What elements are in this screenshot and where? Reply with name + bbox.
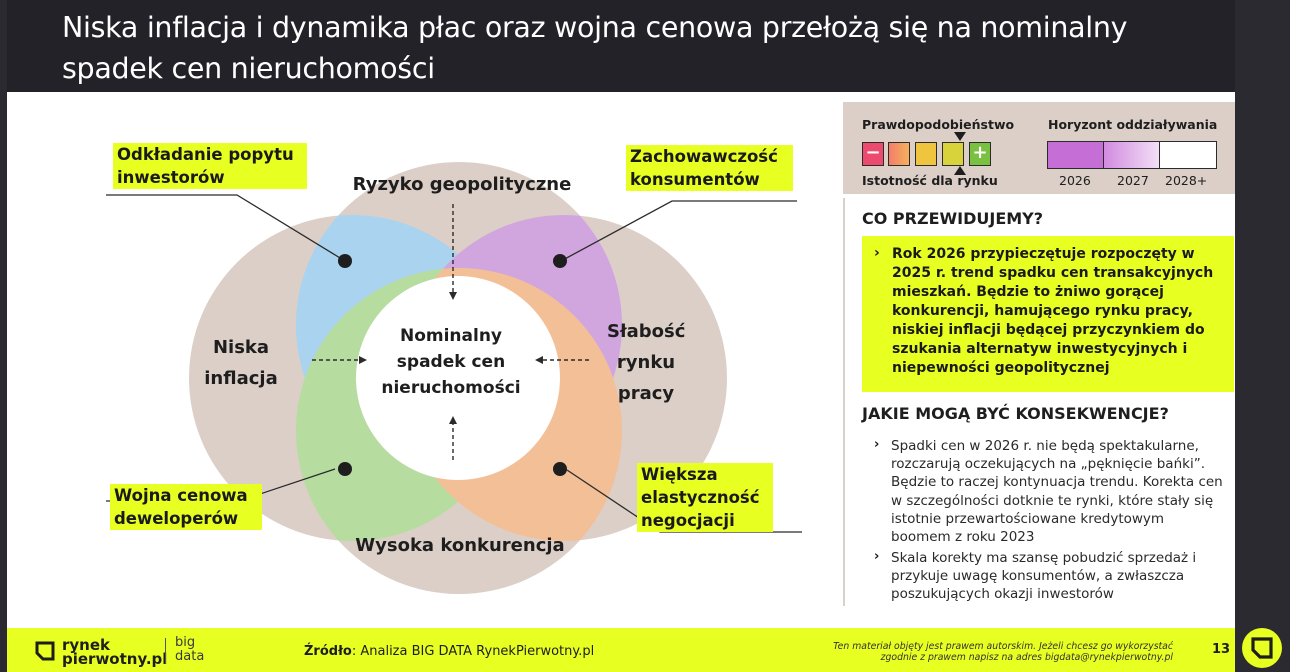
chevron-right-icon: › <box>874 437 880 452</box>
right-panel-divider <box>843 198 845 606</box>
callout-line-top-left <box>106 194 346 262</box>
slide: Niska inflacja i dynamika płac oraz wojn… <box>7 0 1235 672</box>
chevron-right-icon: › <box>874 245 880 261</box>
diagram-area: Ryzyko geopolityczne Niska inflacja Słab… <box>7 92 1235 628</box>
center-label: Nominalny spadek cen nieruchomości <box>381 326 521 398</box>
label-right: Słabość rynku pracy <box>607 321 686 404</box>
corner-logo-icon <box>1242 628 1282 668</box>
triangle-marker-bottom-icon <box>954 166 966 175</box>
horizon-2027 <box>1104 142 1160 168</box>
page-number: 13 <box>1212 642 1231 657</box>
copyright-note: Ten materiał objęty jest prawem autorski… <box>833 641 1173 663</box>
callout-bottom-right: Większa elastyczność negocjacji <box>637 463 773 532</box>
horizon-2026 <box>1048 142 1104 168</box>
year-2027: 2027 <box>1117 173 1149 188</box>
callout-top-right: Zachowawczość konsumentów <box>626 145 793 191</box>
horizon-label: Horyzont oddziaływania <box>1048 117 1218 132</box>
label-top: Ryzyko geopolityczne <box>352 174 572 195</box>
level-3 <box>915 142 937 166</box>
impact-label: Istotność dla rynku <box>862 173 998 188</box>
slide-title: Niska inflacja i dynamika płac oraz wojn… <box>62 11 1128 85</box>
label-bottom: Wysoka konkurencja <box>355 535 565 556</box>
title-bar: Niska inflacja i dynamika płac oraz wojn… <box>7 0 1235 92</box>
horizon-2028 <box>1160 142 1216 168</box>
dot-top-left <box>338 254 352 268</box>
source-note: Źródło: Analiza BIG DATA RynekPierwotny.… <box>304 644 595 659</box>
predict-box: › Rok 2026 przypieczętuje rozpoczęty w 2… <box>862 236 1234 392</box>
callout-line-bottom-right <box>566 469 802 533</box>
consequences-heading: JAKIE MOGĄ BYĆ KONSEKWENCJE? <box>862 404 1169 423</box>
legend-box: Prawdopodobieństwo Horyzont oddziaływani… <box>843 102 1235 194</box>
brand-logo: rynek pierwotny.pl <box>62 636 168 668</box>
slide-content: Ryzyko geopolityczne Niska inflacja Słab… <box>7 92 1235 628</box>
dot-bottom-left <box>338 462 352 476</box>
big-data-logo: big data <box>175 635 205 664</box>
footer-brand-divider <box>165 638 166 664</box>
callout-top-left: Odkładanie popytu inwestorów <box>113 143 307 189</box>
level-4 <box>942 142 964 166</box>
predict-heading: CO PRZEWIDUJEMY? <box>862 209 1044 228</box>
chevron-right-icon: › <box>874 549 880 564</box>
four-circles-diagram <box>106 162 802 594</box>
footer: rynek pierwotny.pl big data Źródło: Anal… <box>7 628 1235 672</box>
dot-top-right <box>553 254 567 268</box>
consequence-2: Skala korekty ma szansę pobudzić sprzeda… <box>891 550 1197 603</box>
consequence-1: Spadki cen w 2026 r. nie będą spektakula… <box>891 438 1223 546</box>
center-circle <box>356 276 560 480</box>
level-2 <box>888 142 910 166</box>
predict-text: Rok 2026 przypieczętuje rozpoczęty w 202… <box>892 246 1214 376</box>
label-left: Niska inflacja <box>204 337 278 389</box>
triangle-marker-icon <box>954 132 966 141</box>
callout-line-top-right <box>560 200 797 262</box>
plus-icon: + <box>969 142 991 166</box>
rynekpierwotny-logo-icon <box>35 641 55 661</box>
dot-bottom-right <box>553 462 567 476</box>
year-2026: 2026 <box>1059 173 1091 188</box>
horizon-bar <box>1047 141 1217 169</box>
minus-icon: − <box>862 142 884 166</box>
callout-bottom-left: Wojna cenowa deweloperów <box>110 484 262 530</box>
probability-label: Prawdopodobieństwo <box>862 117 1015 132</box>
year-2028: 2028+ <box>1165 173 1208 188</box>
